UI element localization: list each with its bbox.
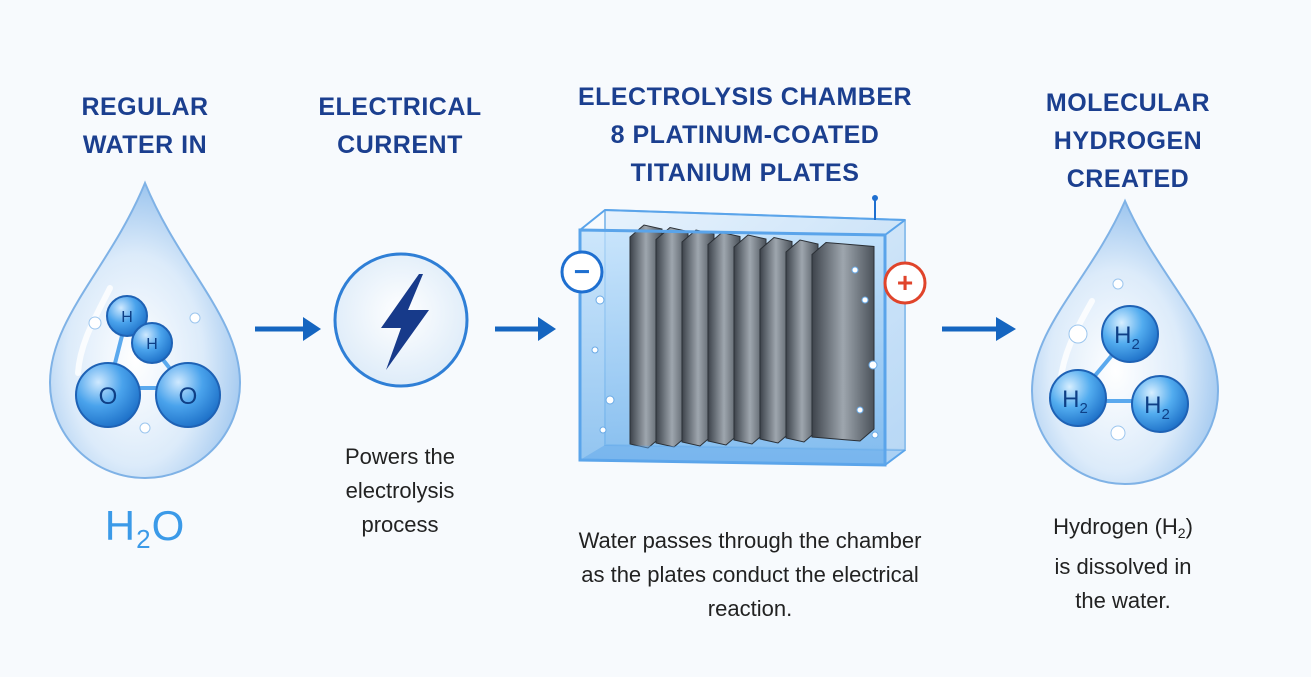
arrow-right-icon bbox=[942, 317, 1016, 341]
title-line: TITANIUM PLATES bbox=[630, 159, 860, 187]
hydrogen-molecule bbox=[1101, 305, 1159, 363]
molecule-label: H2 bbox=[1144, 392, 1170, 423]
atom-o bbox=[155, 362, 221, 428]
step-title-current: ELECTRICAL CURRENT bbox=[300, 88, 500, 164]
step-description-chamber: Water passes through the chamber as the … bbox=[530, 524, 970, 626]
arrow-right-icon bbox=[495, 317, 556, 341]
step-description-hydrogen: Hydrogen (H2) is dissolved in the water. bbox=[1018, 510, 1228, 618]
title-line: ELECTROLYSIS CHAMBER bbox=[577, 83, 913, 111]
description-text: Hydrogen (H bbox=[1053, 514, 1178, 539]
lightning-bolt-icon bbox=[333, 252, 469, 388]
description-line: Water passes through the chamber bbox=[578, 528, 922, 553]
negative-symbol: − bbox=[574, 256, 590, 287]
description-subscript: 2 bbox=[1177, 525, 1186, 541]
title-line: ELECTRICAL bbox=[318, 93, 482, 121]
step-title-chamber: ELECTROLYSIS CHAMBER 8 PLATINUM-COATED T… bbox=[545, 78, 945, 192]
title-line: 8 PLATINUM-COATED bbox=[610, 121, 880, 149]
step-title-hydrogen: MOLECULAR HYDROGEN CREATED bbox=[1028, 84, 1228, 198]
positive-terminal-icon bbox=[883, 261, 927, 305]
title-line: REGULAR bbox=[81, 93, 209, 121]
atom-h bbox=[131, 322, 173, 364]
plates-group bbox=[629, 224, 875, 449]
titanium-plate bbox=[811, 241, 875, 442]
description-line: electrolysis bbox=[345, 478, 455, 503]
atom-label: H bbox=[121, 309, 133, 326]
description-line: process bbox=[361, 512, 439, 537]
atom-label: O bbox=[179, 383, 198, 410]
atom-label: O bbox=[99, 383, 118, 410]
caption-text: O bbox=[151, 502, 186, 549]
hydrogen-drop-icon: H2 H2 H2 bbox=[1030, 198, 1220, 485]
description-line: is dissolved in bbox=[1054, 554, 1192, 579]
title-line: MOLECULAR bbox=[1045, 89, 1211, 117]
molecule-label: H2 bbox=[1114, 322, 1140, 353]
atom-o bbox=[75, 362, 141, 428]
title-line: CURRENT bbox=[337, 131, 463, 159]
description-line: as the plates conduct the electrical bbox=[581, 562, 919, 587]
h2o-caption: H2O bbox=[60, 502, 230, 555]
caption-subscript: 2 bbox=[136, 524, 152, 554]
description-text: ) bbox=[1185, 514, 1193, 539]
arrow-right-icon bbox=[255, 317, 321, 341]
title-line: HYDROGEN bbox=[1053, 127, 1203, 155]
description-line: reaction. bbox=[707, 596, 793, 621]
title-line: CREATED bbox=[1066, 165, 1190, 193]
molecule-label: H2 bbox=[1062, 386, 1088, 417]
atom-h bbox=[106, 295, 148, 337]
electrolysis-chamber-icon: − + bbox=[560, 195, 927, 467]
water-drop-icon: H H O O bbox=[48, 180, 242, 479]
step-title-water-in: REGULAR WATER IN bbox=[55, 88, 235, 164]
description-line: Powers the bbox=[344, 444, 456, 469]
hydrogen-molecule bbox=[1049, 369, 1107, 427]
negative-terminal-icon bbox=[560, 250, 604, 294]
hydrogen-molecule bbox=[1131, 375, 1189, 433]
description-line: the water. bbox=[1075, 588, 1171, 613]
caption-text: H bbox=[104, 502, 137, 549]
atom-label: H bbox=[146, 336, 158, 353]
description-line: Hydrogen (H2) bbox=[1018, 510, 1228, 550]
step-description-current: Powers the electrolysis process bbox=[300, 440, 500, 542]
positive-symbol: + bbox=[897, 267, 913, 298]
title-line: WATER IN bbox=[82, 131, 208, 159]
